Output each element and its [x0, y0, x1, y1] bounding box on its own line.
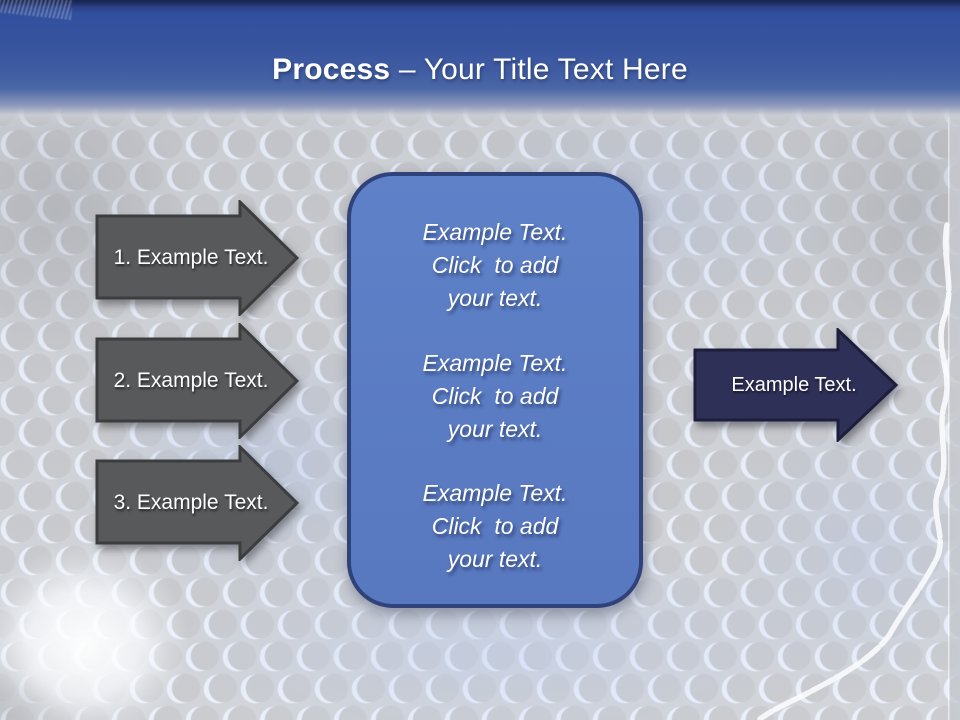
process-step-arrow-1: 1. Example Text.: [95, 200, 299, 316]
panel-text-line: Example Text.: [422, 349, 568, 376]
step-arrow-label: 2. Example Text.: [113, 369, 269, 392]
right-edge-strip: [948, 116, 960, 720]
process-step-arrow-2: 2. Example Text.: [95, 323, 299, 439]
title-rest: – Your Title Text Here: [390, 53, 688, 86]
arrow-right-shape: [95, 323, 299, 439]
content-panel: Example Text. Click to add your text. Ex…: [347, 172, 643, 608]
panel-text-line: Click to add: [431, 252, 559, 278]
result-arrow-label: Example Text.: [731, 373, 857, 396]
arrow-right-shape: [95, 445, 299, 561]
content-panel-text: Example Text. Click to add your text. Ex…: [351, 176, 639, 604]
step-arrow-label: 1. Example Text.: [113, 246, 269, 269]
slide-title: Process – Your Title Text Here: [0, 52, 960, 88]
result-arrow: Example Text.: [693, 328, 901, 442]
arrow-right-shape: [95, 200, 299, 316]
panel-text-line: Click to add: [431, 513, 559, 539]
panel-text-block-1: Example Text. Click to add your text.: [361, 216, 629, 315]
title-emphasis: Process: [272, 53, 391, 86]
process-step-arrow-3: 3. Example Text.: [95, 445, 299, 561]
panel-text-line: your text.: [447, 285, 543, 311]
panel-text-line: your text.: [447, 415, 543, 442]
step-arrow-label: 3. Example Text.: [113, 491, 269, 514]
panel-text-line: Example Text.: [422, 219, 568, 245]
panel-text-line: your text.: [447, 546, 543, 572]
panel-text-block-2: Example Text. Click to add your text.: [361, 347, 629, 446]
arrow-right-shape: [693, 328, 899, 442]
panel-text-line: Example Text.: [422, 480, 568, 506]
panel-text-line: Click to add: [431, 382, 559, 409]
header-bar: Process – Your Title Text Here: [0, 0, 960, 128]
panel-text-block-3: Example Text. Click to add your text.: [361, 477, 629, 576]
